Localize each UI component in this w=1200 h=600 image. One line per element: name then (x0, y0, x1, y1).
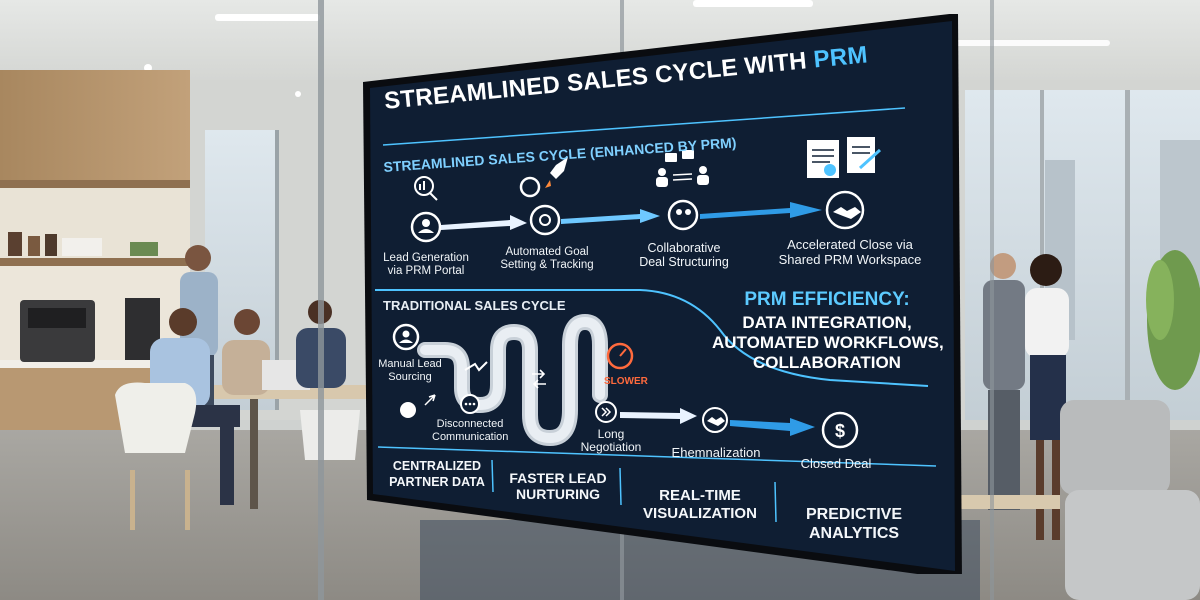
flow-arrow (700, 202, 822, 219)
team-circle-icon (667, 199, 699, 231)
person-icon (400, 402, 416, 418)
enhanced-flow (410, 137, 882, 243)
flow-arrow (561, 209, 660, 224)
speedometer-icon (606, 342, 634, 370)
traditional-flow: $ (392, 313, 859, 449)
magnifier-chart-icon (414, 176, 438, 201)
section-divider (375, 289, 929, 387)
flow-arrow (620, 408, 697, 424)
title-underline (382, 107, 906, 146)
svg-text:$: $ (835, 421, 845, 441)
people-exchange-icon (656, 150, 709, 187)
handshake-contract-icon (807, 137, 882, 178)
flow-arrow (441, 215, 527, 230)
display-monitor: $ (363, 14, 962, 574)
gear-rocket-icon (519, 157, 568, 198)
monitor-screen (370, 21, 955, 571)
chart-line-icon (464, 361, 488, 372)
gear-circle-icon (529, 204, 561, 236)
benefit-bar-line (377, 446, 937, 467)
swap-arrows-icon (532, 369, 546, 389)
dollar-circle-icon (821, 411, 859, 449)
flow-arrow (730, 418, 815, 436)
